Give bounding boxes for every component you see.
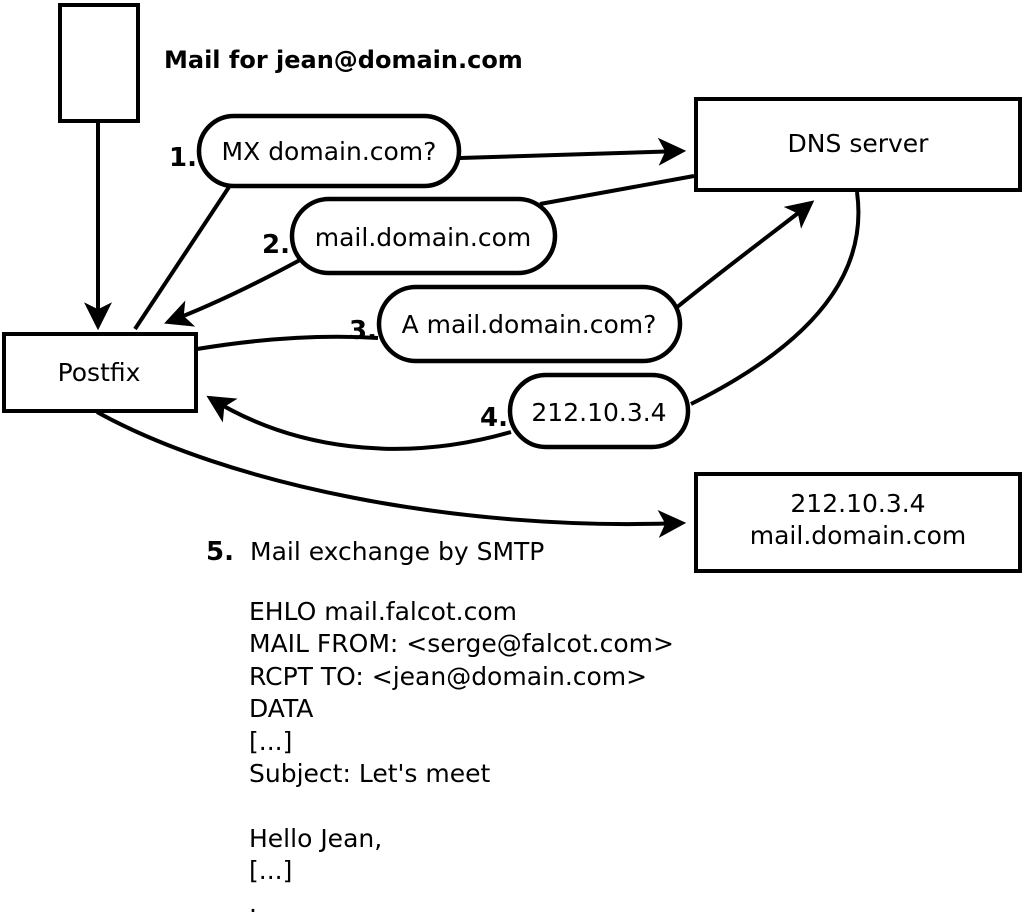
arrow-postfix-to-mailserver: [96, 410, 687, 538]
arrow-answer4-to-postfix: [206, 395, 512, 451]
envelope-icon: [58, 3, 140, 123]
line-postfix-to-query3: [196, 334, 379, 351]
mail-server-ip: 212.10.3.4: [790, 489, 925, 518]
mail-server-box: [694, 472, 1022, 573]
postfix-box: [2, 332, 198, 413]
step3-number: 3.: [349, 316, 377, 346]
query1-pill: [196, 113, 462, 189]
dns-server-label: DNS server: [788, 129, 930, 158]
line-dns-to-answer2: [539, 174, 695, 206]
arrow-answer2-to-postfix: [164, 258, 301, 327]
postfix-label: Postfix: [58, 358, 141, 387]
dns-server-box: [694, 97, 1022, 192]
step2-number: 2.: [262, 230, 290, 260]
line-query1-to-postfix: [133, 182, 233, 331]
query3-label: A mail.domain.com?: [402, 310, 657, 339]
smtp-session-text: EHLO mail.falcot.com MAIL FROM: <serge@f…: [249, 597, 674, 918]
mail-server-hostname: mail.domain.com: [750, 521, 966, 550]
mail-note-label: Mail for jean@domain.com: [164, 46, 523, 74]
answer4-pill: [507, 372, 691, 450]
step5-number: 5.: [206, 537, 234, 567]
query1-label: MX domain.com?: [222, 137, 437, 166]
answer4-label: 212.10.3.4: [531, 398, 666, 427]
answer2-pill: [289, 196, 558, 276]
step5-label: Mail exchange by SMTP: [250, 537, 544, 566]
answer2-label: mail.domain.com: [315, 223, 531, 252]
line-dns-to-answer4: [690, 191, 861, 406]
step4-number: 4.: [480, 403, 508, 433]
arrow-query3-to-dns: [674, 200, 815, 310]
arrow-query1-to-dns: [459, 137, 687, 166]
step1-number: 1.: [169, 143, 197, 173]
query3-pill: [376, 284, 683, 364]
